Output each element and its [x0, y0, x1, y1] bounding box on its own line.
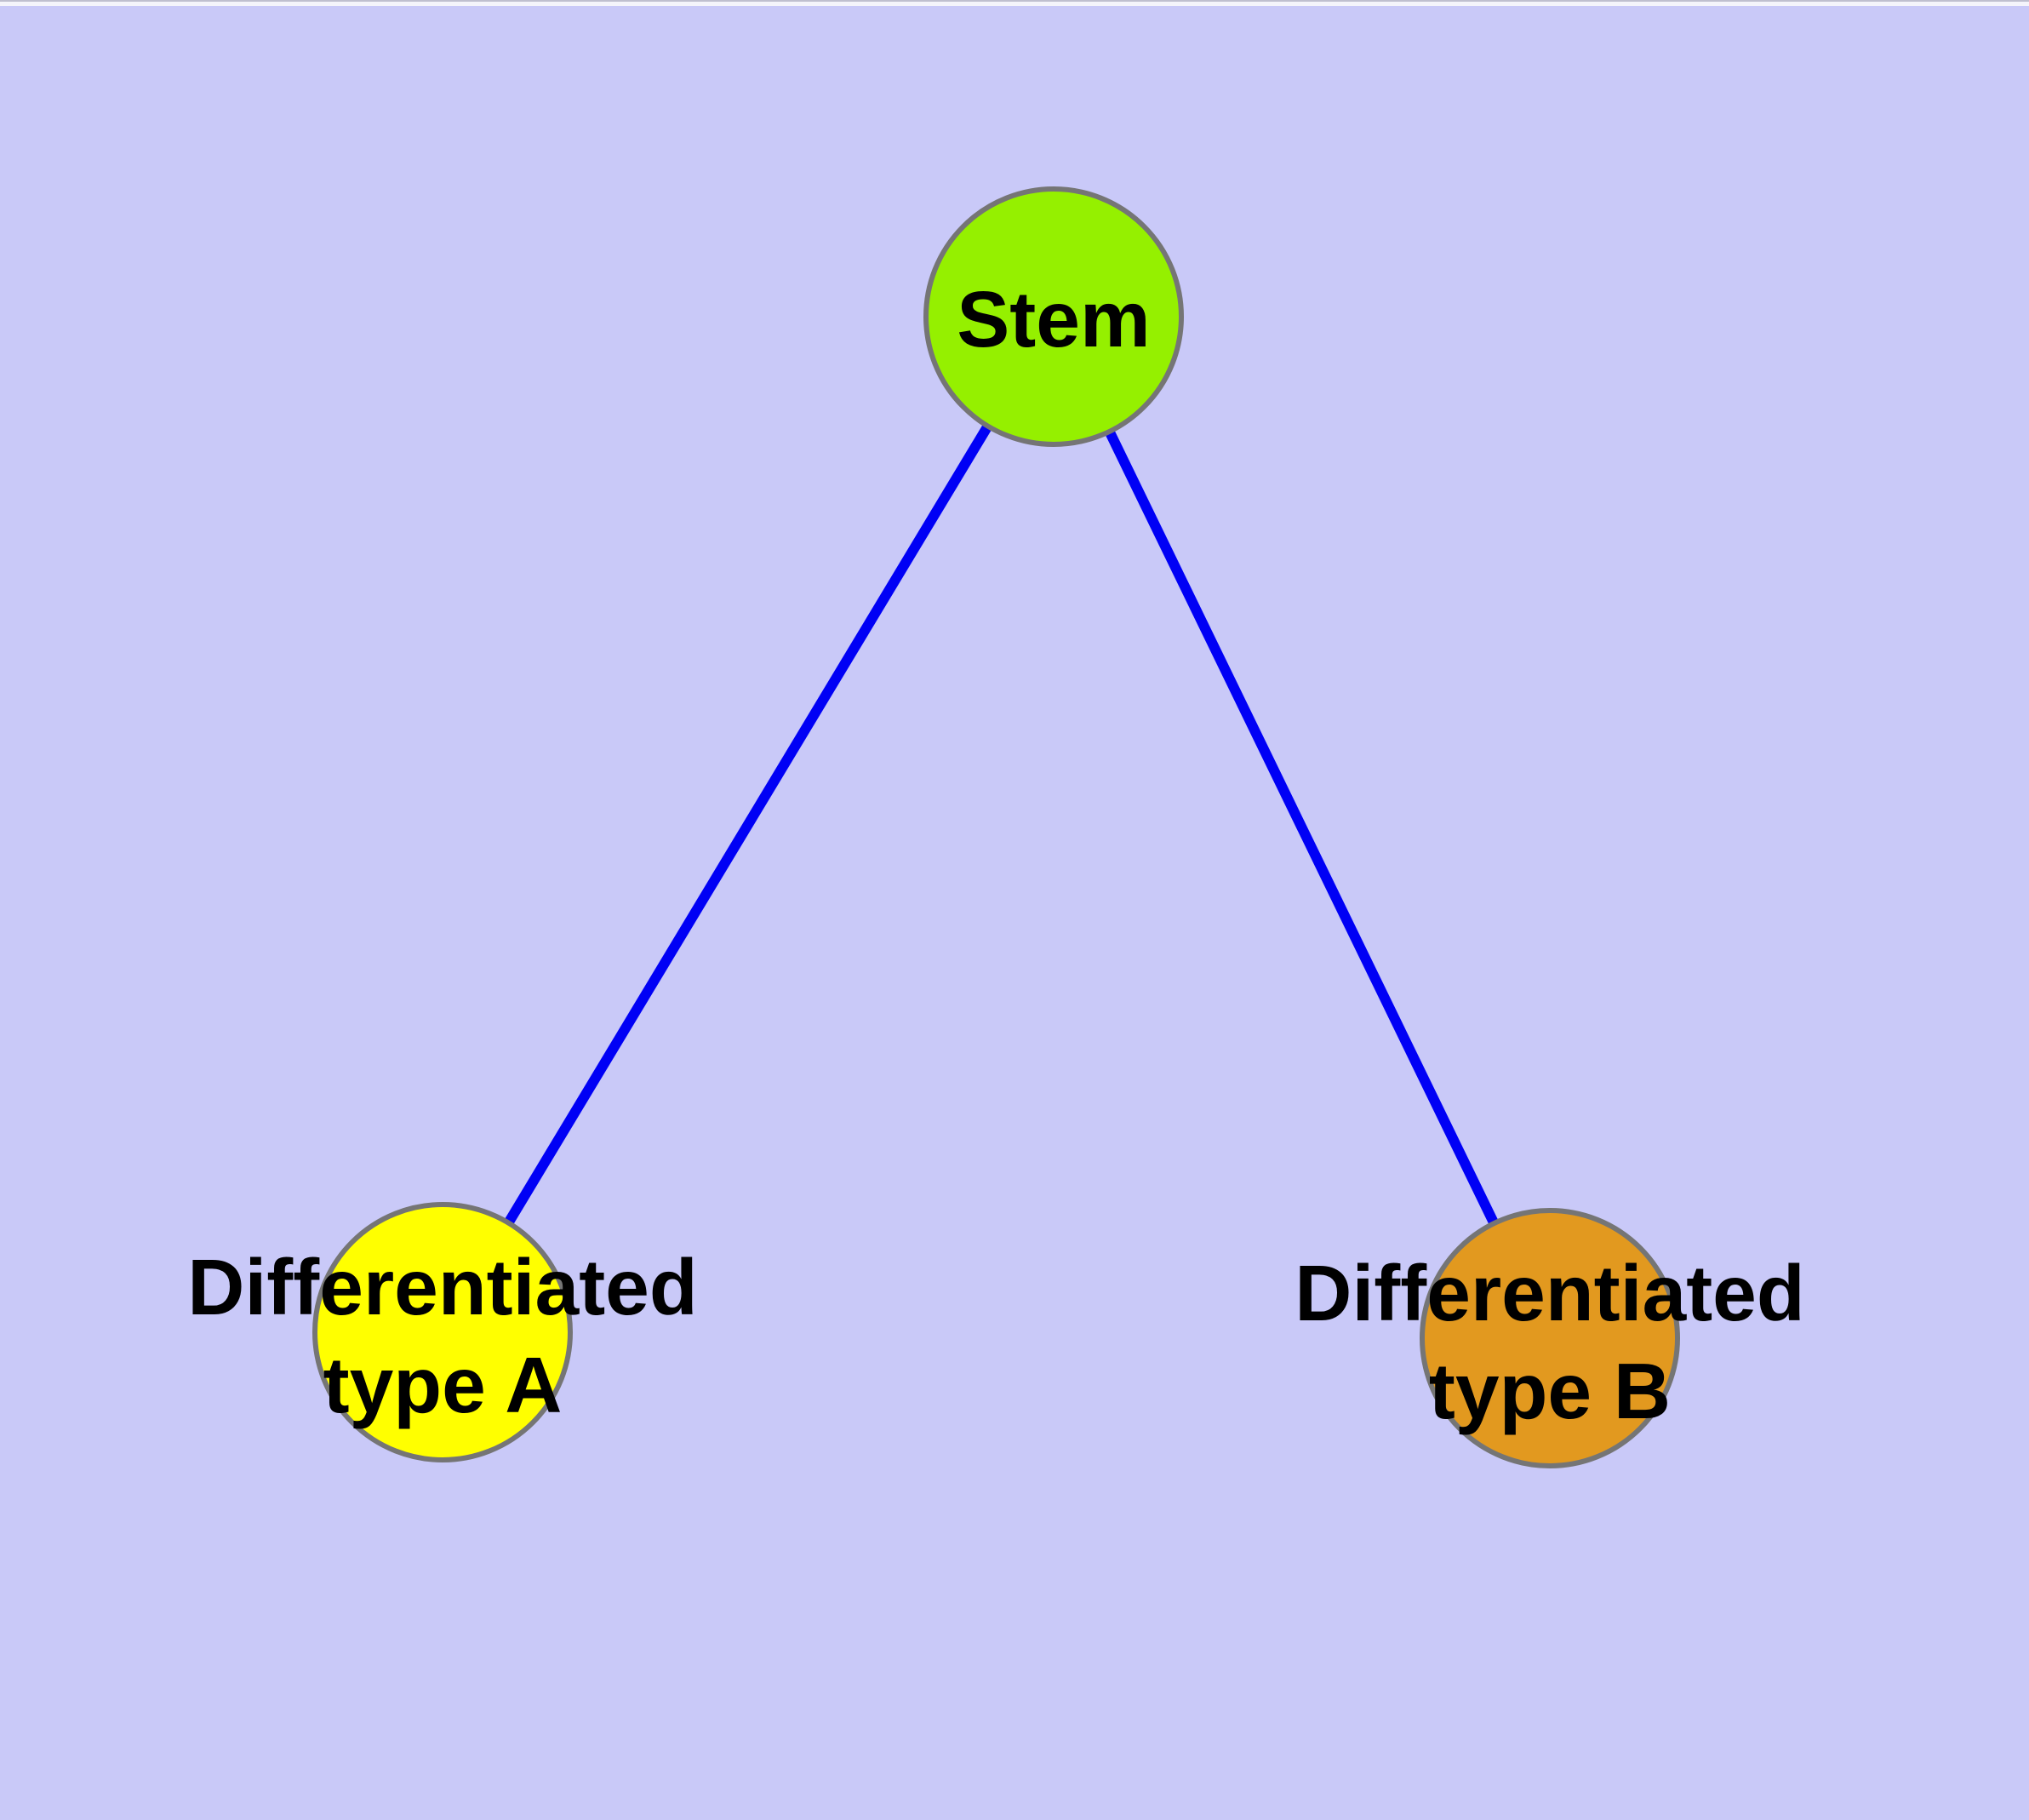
node-type-a-label-line1: Differentiated [187, 1243, 697, 1331]
edge-stem-to-type-b [1049, 314, 1555, 1341]
node-stem-label: Stem [957, 275, 1150, 363]
node-type-a-circle [312, 1202, 573, 1462]
edge-stem-to-type-a [437, 313, 1059, 1336]
node-type-b-label-line2: type B [1429, 1347, 1671, 1435]
top-hairline [0, 0, 2029, 2]
top-strip [0, 2, 2029, 6]
node-stem-circle [923, 186, 1184, 447]
node-type-b-circle [1420, 1208, 1680, 1468]
node-type-a-label-line2: type A [323, 1341, 563, 1429]
node-type-b-label-line1: Differentiated [1295, 1249, 1804, 1337]
